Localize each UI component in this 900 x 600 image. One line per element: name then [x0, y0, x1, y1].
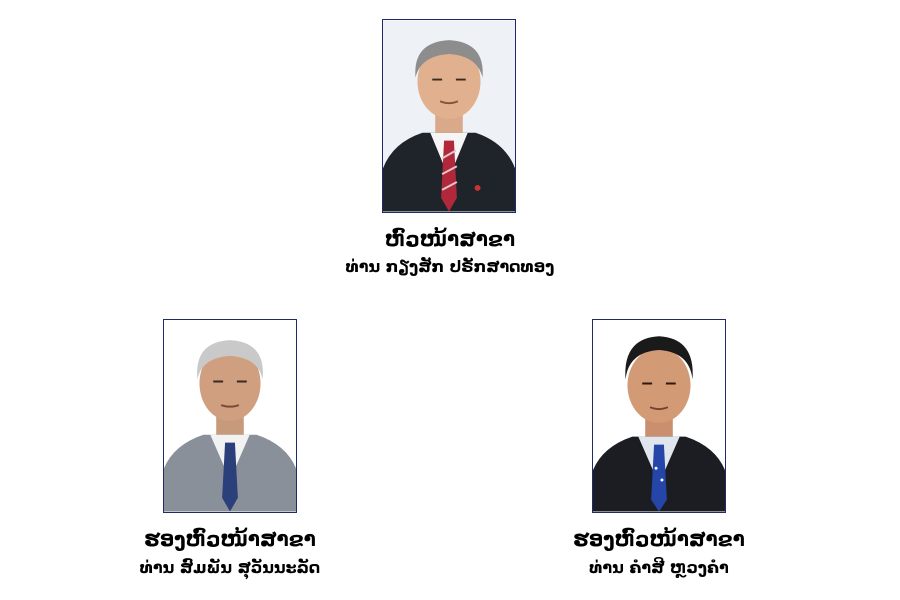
portrait-deputy-right — [592, 319, 726, 513]
chief-name: ທ່ານ ກຽງສັກ ປຣັກສາດທອງ — [345, 257, 555, 276]
deputy-left-position: ຮອງຫົວໜ້າສາຂາ — [144, 527, 316, 551]
person-portrait-icon — [383, 20, 515, 212]
portrait-chief — [382, 19, 516, 213]
deputy-left-name: ທ່ານ ສົມພັນ ສຸວັນນະລັດ — [139, 558, 321, 577]
person-portrait-icon — [593, 320, 725, 512]
deputy-right-name: ທ່ານ ຄຳສີ ຫຼວງຄຳ — [589, 558, 729, 577]
person-portrait-icon — [164, 320, 296, 512]
portrait-deputy-left — [163, 319, 297, 513]
chief-position: ຫົວໜ້າສາຂາ — [384, 227, 516, 251]
deputy-right-position: ຮອງຫົວໜ້າສາຂາ — [573, 527, 745, 551]
